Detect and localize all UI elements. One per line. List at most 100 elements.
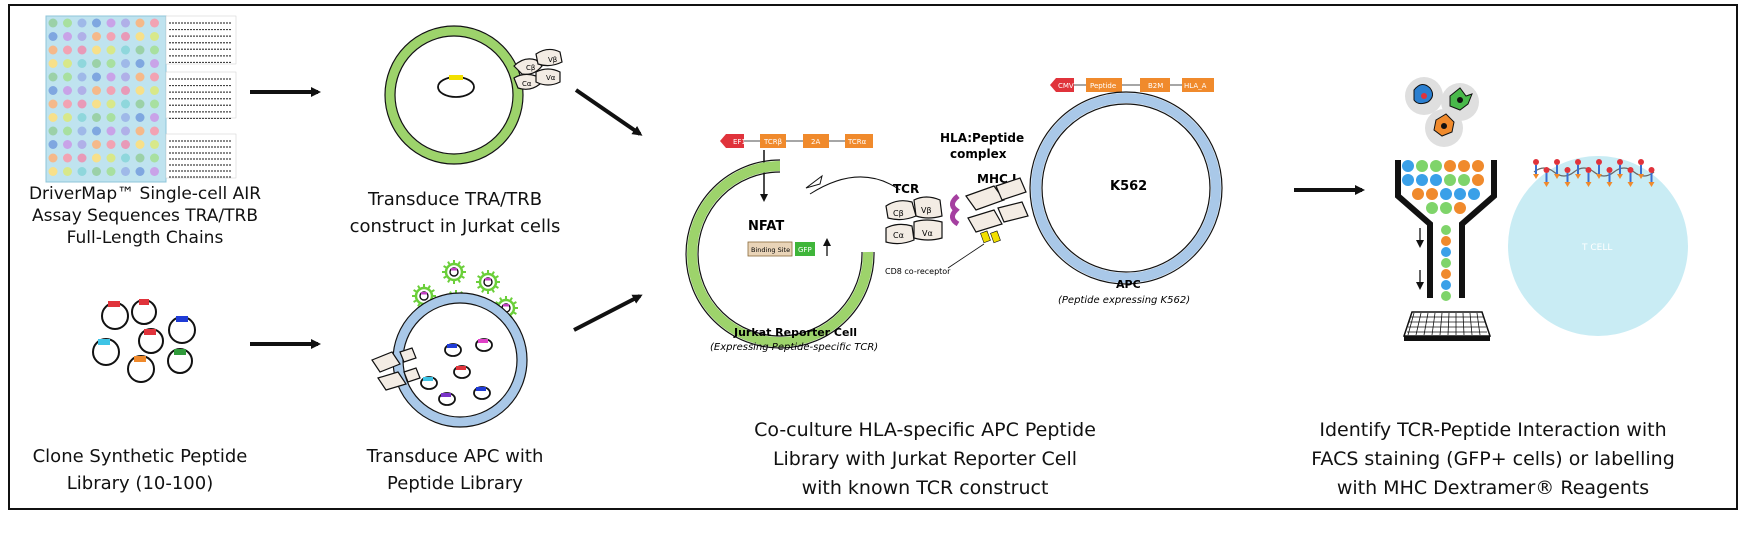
caption-transduce-apc-line1: Transduce APC with [366,446,544,467]
sorted-cell [1402,174,1414,186]
well [63,140,72,149]
caption-coculture-line1: Co-culture HLA-specific APC Peptide [754,419,1096,441]
well [63,45,72,55]
stream-cell [1441,236,1451,246]
mhc-receptor-bottom [371,347,421,391]
caption-identify-line3: with MHC Dextramer® Reagents [1336,477,1650,499]
well [92,86,101,95]
well [48,126,58,136]
well [92,99,101,109]
well [48,18,58,28]
well [150,140,159,149]
well [63,72,72,82]
well [106,18,116,28]
sorted-cell [1444,160,1456,172]
well-plate [45,15,167,183]
jurkat-reporter-cell: NFAT Binding Site GFP [685,159,901,349]
virus-particle [442,260,466,284]
well [106,45,116,55]
dextramer-head [1648,167,1655,173]
caption-clone: Clone Synthetic Peptide Library (10-100) [25,443,255,497]
apc-gene2: HLA_A [1184,82,1207,90]
well [150,126,159,136]
jurkat-gene2: TCRα [847,138,867,146]
well [77,86,87,95]
well [106,140,116,149]
sorted-cell [1472,160,1484,172]
caption-drivermap-line3: Full-Length Chains [66,228,224,248]
well [106,32,116,41]
well [121,153,130,163]
well [135,18,145,28]
well [135,126,145,136]
cd8-label: CD8 co-receptor [885,267,951,276]
sorted-cell [1402,160,1414,172]
caption-coculture-line2: Library with Jurkat Reporter Cell [772,448,1078,470]
sequence-readouts [165,15,237,179]
dextramer-head [1575,159,1581,165]
sorted-cell [1458,174,1470,186]
dextramer-head [1627,167,1634,173]
well [48,45,58,55]
well [63,113,72,122]
well [135,59,145,68]
dextramer-head [1606,167,1613,173]
well [77,167,87,176]
well [150,153,159,163]
well [121,126,130,136]
sorted-cell [1416,174,1428,186]
well [121,167,130,176]
chain-ca-top: Cα [522,80,532,88]
caption-transduce-apc: Transduce APC with Peptide Library [355,443,555,497]
well [106,153,116,163]
well [121,59,130,68]
sorted-cell [1412,188,1424,200]
binding-site-label: Binding Site [751,246,790,254]
well [106,113,116,122]
facs-funnel [1395,160,1497,301]
well [77,45,87,55]
well [135,72,145,82]
well [77,72,87,82]
arrow-3 [574,88,643,136]
caption-clone-line2: Library (10-100) [66,473,214,494]
sorted-cell [1458,160,1470,172]
well [77,140,87,149]
chain-va: Vα [922,229,933,238]
well [135,32,145,41]
well [150,32,159,41]
gfp-label: GFP [798,246,812,254]
well [121,99,130,109]
stream-cell [1441,280,1451,290]
well [77,126,87,136]
well [150,59,159,68]
k562-label: K562 [1110,179,1147,194]
well [121,86,130,95]
well [92,32,101,41]
well [121,72,130,82]
well [106,99,116,109]
t-cell: T CELL [1508,156,1688,336]
sorted-cell [1430,174,1442,186]
well [77,32,87,41]
well [135,113,145,122]
well [92,126,101,136]
plasmid-inserts [98,299,188,362]
well [106,167,116,176]
well [48,153,58,163]
well [77,153,87,163]
virus-particle [412,284,436,308]
dextramer-head [1543,167,1550,173]
well [135,140,145,149]
apc-subtitle: (Peptide expressing K562) [1058,295,1190,306]
well [106,72,116,82]
sorted-cell [1444,174,1456,186]
tcr-mhc-complex: TCR MHC I HLA:Peptide complex Cβ Vβ Cα V… [885,131,1029,276]
chain-vb: Vβ [921,206,932,215]
dextramer-head [1554,159,1560,165]
figure-frame [8,4,1738,510]
well [48,86,58,95]
sorted-cell [1468,188,1480,200]
well [92,140,101,149]
